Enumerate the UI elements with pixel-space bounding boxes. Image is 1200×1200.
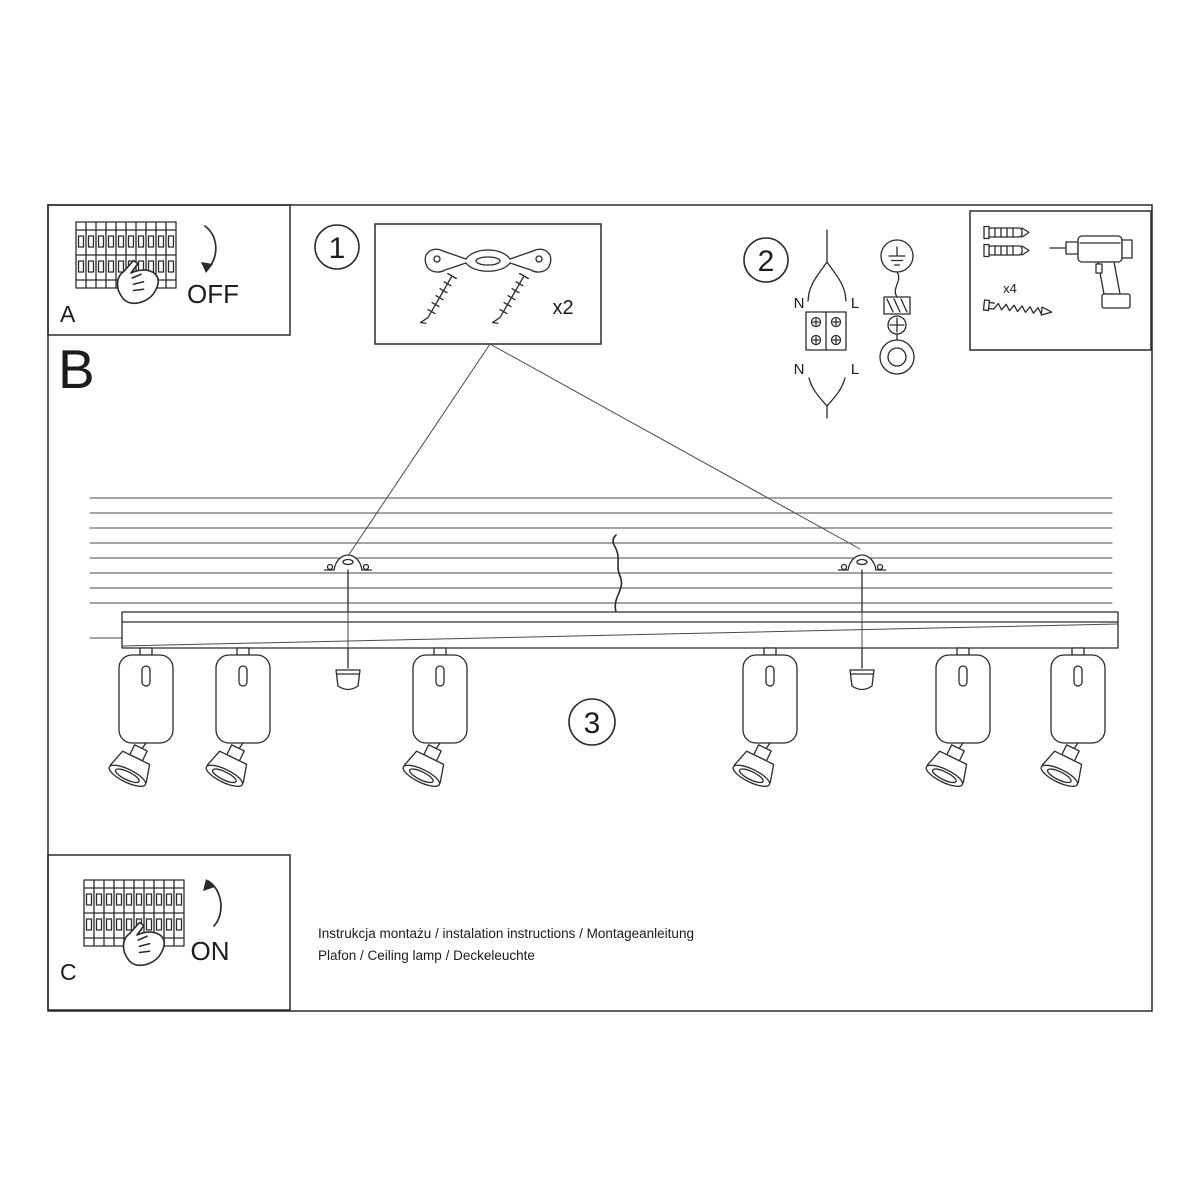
rail-through-screws: [347, 611, 863, 649]
panel-b-label: B: [58, 338, 95, 400]
bracket-hole-left: [433, 255, 441, 263]
supply-wires-top: [807, 229, 847, 302]
panel-a: OFF A: [47, 204, 291, 336]
rail-body: [121, 611, 1119, 649]
wall-anchor-icon-2: [983, 243, 1030, 258]
spotlight-2: [202, 647, 271, 792]
rail-perspective-line: [121, 623, 1119, 647]
bracket-slot-hole: [475, 256, 501, 266]
bracket-hole-right: [535, 255, 543, 263]
spotlight-1: [105, 647, 174, 792]
ground-clamp-hatch: [886, 298, 908, 313]
ground-symbol-lines: [888, 246, 906, 266]
sheet-border: [47, 204, 1153, 1012]
panel-a-box: [47, 204, 291, 336]
footer-line2: Plafon / Ceiling lamp / Deckeleuchte: [318, 948, 535, 963]
bracket-position-leader-lines: [347, 343, 861, 557]
neutral-label-bottom: N: [794, 361, 805, 378]
clamp-screw-cross: [889, 317, 905, 333]
ring-terminal-icon: [879, 339, 915, 375]
panel-c-label: C: [60, 959, 77, 985]
step-2-number: 2: [758, 245, 775, 278]
step-1-badge: [314, 224, 360, 270]
toggle-screw-icon-right: [491, 272, 529, 328]
bracket-kit-box: [374, 223, 602, 345]
step-2-badge: [743, 237, 789, 283]
footer-line1: Instrukcja montażu / instalation instruc…: [318, 926, 694, 941]
step-2: 2 N L N L: [743, 229, 915, 419]
step-1-number: 1: [329, 232, 346, 265]
mounting-rail: [121, 611, 1119, 649]
cup-stems: [347, 647, 863, 669]
ring-terminal-hole: [887, 347, 907, 367]
rotate-down-arrow-icon: [200, 225, 217, 274]
socket-cup-right: [849, 669, 875, 691]
step-3-number: 3: [584, 707, 601, 740]
socket-cup-left: [335, 669, 361, 691]
live-label-bottom: L: [851, 361, 859, 378]
power-cable: [612, 534, 623, 613]
step-3-badge: [568, 698, 616, 746]
drill-icon: [1049, 235, 1133, 309]
brackets-qty-label: x2: [552, 297, 573, 319]
power-off-label: OFF: [187, 279, 239, 309]
toggle-screw-icon-left: [419, 272, 457, 328]
earthing-diagram: [879, 239, 915, 375]
mounting-screw-icon: [982, 299, 1053, 318]
mounting-bracket-right: [837, 554, 887, 571]
panel-a-label: A: [60, 301, 76, 327]
rotate-up-arrow-icon: [202, 878, 222, 927]
wiring-diagram: N L N L: [794, 229, 859, 419]
lamp-wires-bottom: [808, 377, 846, 419]
panel-c: ON C: [47, 854, 291, 1011]
mounting-bracket-left: [323, 554, 373, 571]
spotlight-4: [729, 647, 798, 792]
power-on-label: ON: [191, 936, 230, 966]
terminal-block: [805, 311, 847, 351]
panel-c-box: [47, 854, 291, 1011]
neutral-label-top: N: [794, 295, 805, 312]
live-label-top: L: [851, 295, 859, 312]
ceiling-lines: [89, 497, 1113, 639]
step-1: 1 x2: [314, 223, 602, 345]
spotlight-6: [1037, 647, 1106, 792]
bracket-strap-icon: [424, 248, 552, 273]
tools-box-border: [969, 210, 1152, 351]
anchors-qty-label: x4: [1003, 281, 1017, 296]
tools-box: x4: [969, 210, 1152, 351]
spotlight-3: [399, 647, 468, 792]
wall-anchor-icon-1: [983, 225, 1030, 240]
spotlight-5: [922, 647, 991, 792]
earth-wire: [894, 271, 900, 298]
bracket-stems: [347, 569, 863, 613]
